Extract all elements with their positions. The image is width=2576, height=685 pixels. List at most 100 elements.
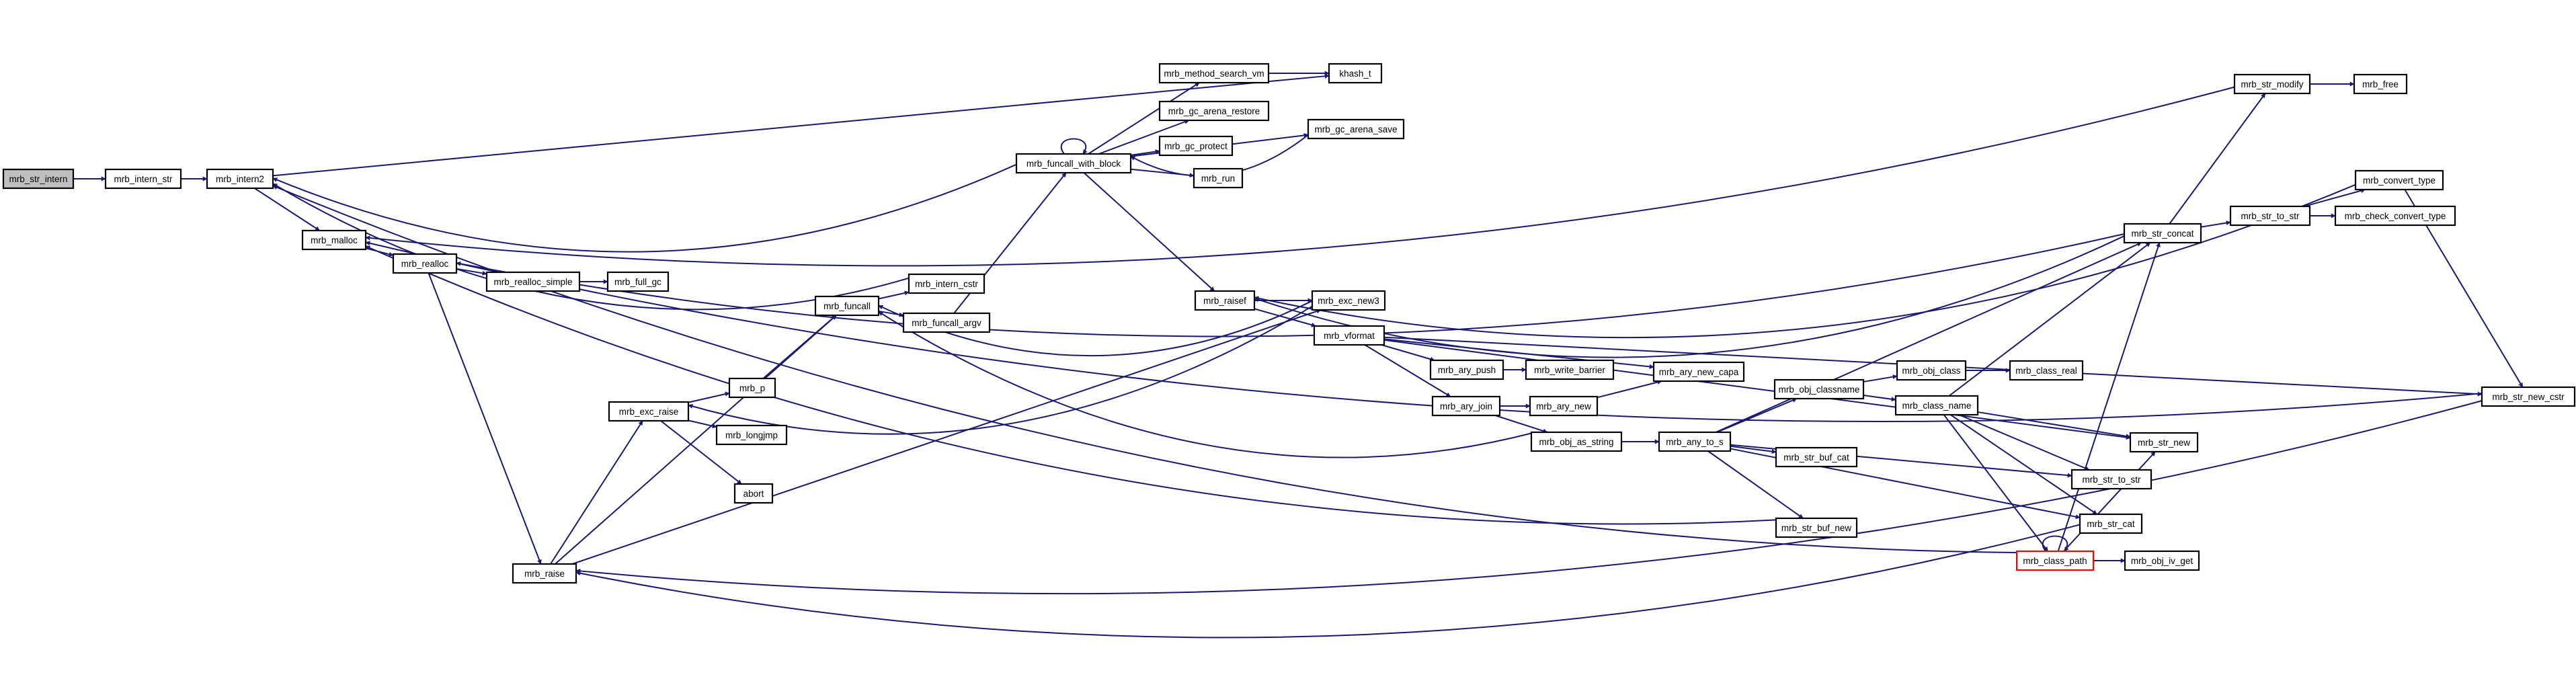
node-box [606, 271, 670, 292]
node-label: mrb_gc_arena_restore [1168, 106, 1260, 116]
edge-mrb-str-cat-to-mrb-raise [575, 524, 2081, 639]
edge-mrb-class-name-to-mrb-str-cat [1950, 414, 2097, 515]
node-label: mrb_ary_join [1440, 401, 1492, 411]
node-label: mrb_str_concat [2131, 229, 2193, 239]
node-mrb-funcall-argv[interactable]: mrb_funcall_argv [902, 312, 991, 333]
node-box [2, 168, 75, 190]
node-mrb-str-intern[interactable]: mrb_str_intern [2, 168, 75, 190]
node-label: mrb_str_buf_cat [1783, 452, 1849, 462]
node-box [733, 483, 774, 504]
edge-mrb-realloc-to-mrb-raise [428, 272, 542, 565]
node-box [2353, 73, 2408, 95]
node-mrb-gc-arena-save[interactable]: mrb_gc_arena_save [1307, 118, 1405, 140]
node-label: mrb_realloc [401, 259, 449, 269]
node-label: mrb_any_to_s [1666, 437, 1724, 447]
node-mrb-intern2[interactable]: mrb_intern2 [206, 168, 274, 190]
node-box [2015, 550, 2095, 571]
node-mrb-ary-join[interactable]: mrb_ary_join [1431, 395, 1501, 417]
node-box [1775, 517, 1858, 538]
node-mrb-str-cat[interactable]: mrb_str_cat [2079, 513, 2143, 534]
node-mrb-realloc[interactable]: mrb_realloc [392, 253, 458, 274]
node-box [1529, 395, 1599, 417]
node-mrb-class-path[interactable]: mrb_class_path [2015, 550, 2095, 571]
edge-mrb-obj-classname-to-mrb-class-name [1863, 395, 1896, 402]
edge-mrb-any-to-s-to-mrb-obj-classname [1716, 398, 1798, 433]
edge-mrb-class-path-to-mrb-str-concat [2057, 242, 2161, 552]
node-mrb-realloc-simple[interactable]: mrb_realloc_simple [485, 271, 581, 292]
node-mrb-malloc[interactable]: mrb_malloc [301, 229, 367, 251]
node-mrb-ary-new-capa[interactable]: mrb_ary_new_capa [1652, 361, 1745, 382]
node-mrb-str-to-str-lower[interactable]: mrb_str_to_str [2070, 469, 2152, 490]
node-mrb-intern-str[interactable]: mrb_intern_str [104, 168, 182, 190]
node-mrb-class-real[interactable]: mrb_class_real [2009, 360, 2084, 381]
node-mrb-method-search-vm[interactable]: mrb_method_search_vm [1158, 63, 1270, 84]
node-box [908, 273, 985, 294]
node-mrb-funcall[interactable]: mrb_funcall [814, 295, 880, 317]
node-mrb-check-convert-type[interactable]: mrb_check_convert_type [2334, 205, 2456, 227]
node-mrb-str-concat[interactable]: mrb_str_concat [2123, 223, 2202, 244]
node-box [2129, 432, 2199, 453]
node-mrb-ary-push[interactable]: mrb_ary_push [1429, 359, 1504, 380]
node-label: mrb_gc_protect [1164, 141, 1227, 151]
node-mrb-raisef[interactable]: mrb_raisef [1194, 290, 1256, 311]
node-mrb-str-buf-new[interactable]: mrb_str_buf_new [1775, 517, 1858, 538]
node-mrb-ary-new[interactable]: mrb_ary_new [1529, 395, 1599, 417]
node-abort[interactable]: abort [733, 483, 774, 504]
edge-mrb-raise-to-mrb-funcall [555, 315, 837, 565]
node-mrb-str-new[interactable]: mrb_str_new [2129, 432, 2199, 453]
node-box [2334, 205, 2456, 227]
node-label: mrb_intern_str [114, 174, 173, 184]
edge-mrb-funcall-to-mrb-intern-cstr [878, 290, 910, 300]
node-mrb-class-name[interactable]: mrb_class_name [1894, 395, 1979, 416]
node-box [1773, 378, 1865, 400]
node-label: mrb_obj_classname [1779, 385, 1860, 395]
node-mrb-funcall-with-block[interactable]: mrb_funcall_with_block [1015, 153, 1132, 174]
node-mrb-str-buf-cat[interactable]: mrb_str_buf_cat [1775, 446, 1858, 468]
edge-mrb-str-buf-new-to-mrb-malloc [365, 245, 1777, 525]
node-mrb-str-to-str[interactable]: mrb_str_to_str [2229, 205, 2311, 227]
edge-mrb-class-name-to-mrb-str-new [1977, 411, 2131, 439]
node-mrb-exc-raise[interactable]: mrb_exc_raise [608, 401, 690, 422]
node-mrb-vformat[interactable]: mrb_vformat [1313, 325, 1385, 346]
node-label: mrb_str_modify [2241, 79, 2303, 89]
edge-mrb-class-path-to-mrb-class-path [2042, 535, 2069, 552]
edge-mrb-obj-as-string-to-mrb-funcall [878, 311, 1532, 458]
node-box [1658, 431, 1732, 452]
node-box [2229, 205, 2311, 227]
node-box [2009, 360, 2084, 381]
node-mrb-any-to-s[interactable]: mrb_any_to_s [1658, 431, 1732, 452]
edge-mrb-str-concat-to-mrb-str-to-str [2200, 220, 2231, 228]
node-mrb-exc-new3[interactable]: mrb_exc_new3 [1311, 290, 1386, 311]
node-label: mrb_intern2 [216, 174, 264, 184]
node-mrb-obj-classname[interactable]: mrb_obj_classname [1773, 378, 1865, 400]
node-mrb-full-gc[interactable]: mrb_full_gc [606, 271, 670, 292]
node-mrb-free[interactable]: mrb_free [2353, 73, 2408, 95]
node-mrb-obj-class[interactable]: mrb_obj_class [1896, 360, 1967, 381]
node-mrb-raise[interactable]: mrb_raise [512, 563, 577, 584]
node-mrb-convert-type[interactable]: mrb_convert_type [2354, 169, 2444, 191]
node-label: mrb_str_new [2138, 438, 2190, 448]
node-label: mrb_longjmp [725, 430, 778, 440]
node-mrb-run[interactable]: mrb_run [1193, 167, 1244, 189]
node-mrb-p[interactable]: mrb_p [728, 377, 776, 399]
edge-mrb-vformat-to-mrb-ary-join [1364, 344, 1451, 397]
edge-mrb-class-name-to-mrb-str-to-str [1958, 414, 2090, 471]
node-mrb-obj-iv-get[interactable]: mrb_obj_iv_get [2124, 550, 2200, 571]
node-box [2481, 386, 2576, 407]
node-box [392, 253, 458, 274]
node-mrb-longjmp[interactable]: mrb_longjmp [715, 424, 788, 446]
node-mrb-gc-arena-restore[interactable]: mrb_gc_arena_restore [1158, 100, 1270, 122]
node-mrb-obj-as-string[interactable]: mrb_obj_as_string [1530, 431, 1623, 452]
node-box [1652, 361, 1745, 382]
node-box [485, 271, 581, 292]
node-label: mrb_vformat [1324, 331, 1375, 341]
node-mrb-str-modify[interactable]: mrb_str_modify [2233, 73, 2311, 95]
edge-mrb-str-new-cstr-to-mrb-raise [575, 400, 2483, 595]
node-khash-t[interactable]: khash_t [1328, 63, 1383, 84]
node-mrb-gc-protect[interactable]: mrb_gc_protect [1158, 135, 1234, 157]
node-mrb-intern-cstr[interactable]: mrb_intern_cstr [908, 273, 985, 294]
node-label: mrb_obj_iv_get [2131, 556, 2193, 566]
node-mrb-str-new-cstr[interactable]: mrb_str_new_cstr [2481, 386, 2576, 407]
node-mrb-write-barrier[interactable]: mrb_write_barrier [1525, 359, 1615, 380]
node-label: mrb_exc_new3 [1318, 296, 1379, 306]
